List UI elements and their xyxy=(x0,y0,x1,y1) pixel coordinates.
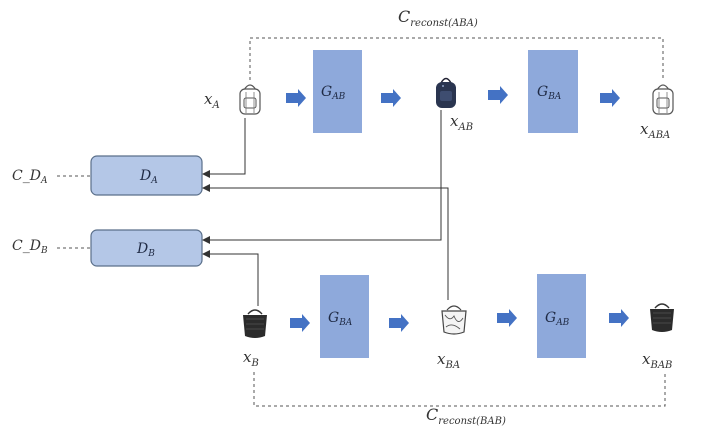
svg-text:GAB: GAB xyxy=(321,84,346,102)
backpack-dark-icon xyxy=(436,77,456,108)
recon-top-label: Creconst(ABA) xyxy=(398,7,478,29)
label-xa: xA xyxy=(204,90,220,111)
arrow-gab-to-xbab xyxy=(609,309,629,327)
backpack-outline-icon xyxy=(652,84,674,115)
generator-top-ab: GAB xyxy=(313,50,362,133)
label-xab: xAB xyxy=(450,112,473,133)
svg-text:GBA: GBA xyxy=(537,84,562,102)
cost-da-label: C_DA xyxy=(12,168,48,186)
cost-db-label: C_DB xyxy=(12,238,48,256)
label-xba: xBA xyxy=(437,350,460,371)
label-xb: xB xyxy=(243,348,259,369)
svg-text:GBA: GBA xyxy=(328,310,353,328)
arrow-xab-to-gba xyxy=(488,86,508,104)
svg-text:GAB: GAB xyxy=(545,310,570,328)
connector-xba-to-da xyxy=(202,184,449,300)
discriminator-a: DA xyxy=(90,155,203,196)
connector-xb-to-db xyxy=(202,250,259,306)
recon-bottom-label: Creconst(BAB) xyxy=(426,405,506,427)
handbag-dark-icon xyxy=(650,303,674,332)
backpack-outline-icon xyxy=(239,84,261,115)
arrow-xb-to-gba xyxy=(290,314,310,332)
connector-xab-to-db xyxy=(202,110,442,244)
generator-top-ba: GBA xyxy=(528,50,578,133)
generator-bot-ab: GAB xyxy=(537,274,586,358)
handbag-sketch-icon xyxy=(441,305,467,335)
arrow-gba-to-xaba xyxy=(600,89,620,107)
svg-text:DA: DA xyxy=(139,168,158,186)
recon-top-dashed-line xyxy=(249,37,664,80)
arrow-gba-to-xba xyxy=(389,314,409,332)
recon-bottom-dashed-line xyxy=(253,372,666,407)
generator-bot-ba: GBA xyxy=(320,275,369,358)
svg-text:DB: DB xyxy=(136,241,155,259)
connector-xa-to-da xyxy=(202,118,246,178)
label-xbab: xBAB xyxy=(642,350,672,371)
handbag-dark-icon xyxy=(243,309,267,338)
discriminator-b: DB xyxy=(90,229,203,267)
arrow-xa-to-gab xyxy=(286,89,306,107)
arrow-xba-to-gab xyxy=(497,309,517,327)
label-xaba: xABA xyxy=(640,120,670,141)
arrow-gab-to-xab xyxy=(381,89,401,107)
